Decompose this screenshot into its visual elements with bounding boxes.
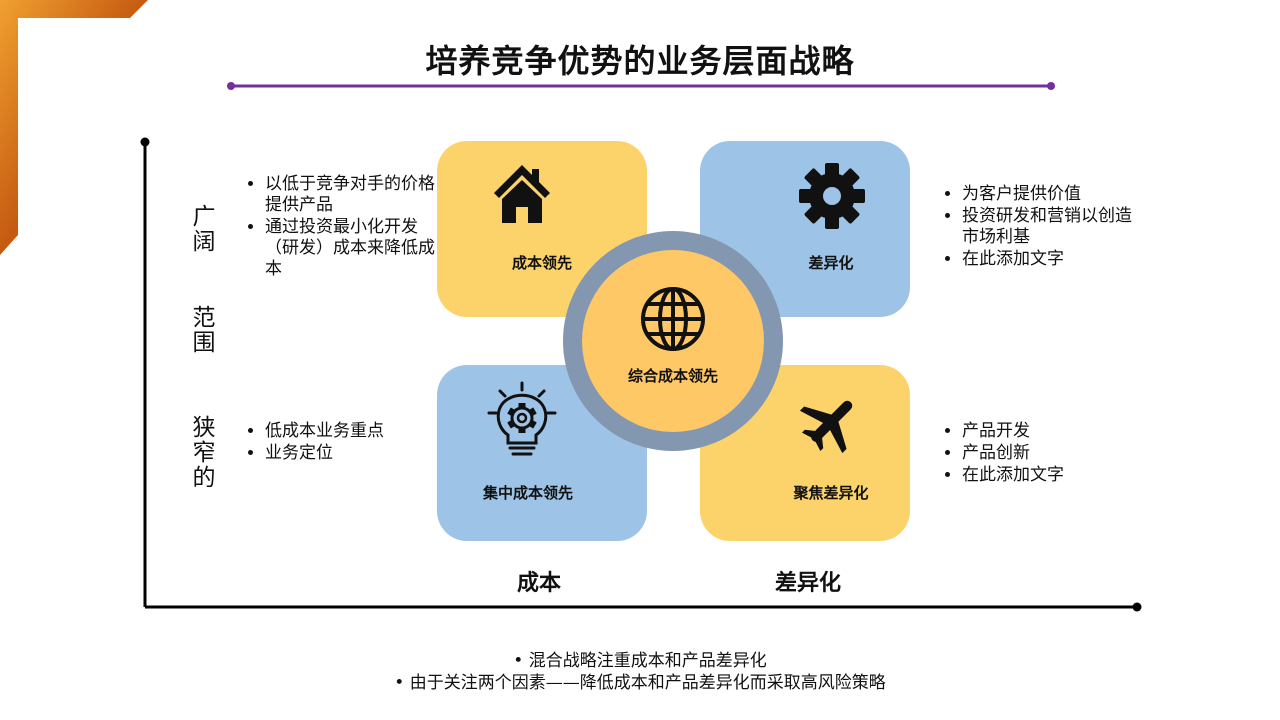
- note-item: 以低于竞争对手的价格提供产品: [265, 174, 440, 216]
- note-item: 低成本业务重点: [265, 421, 385, 442]
- note-item: 业务定位: [265, 443, 385, 464]
- note-item: 在此添加文字: [962, 465, 1137, 486]
- center-circle: 综合成本领先: [563, 231, 783, 451]
- note-item: 投资研发和营销以创造市场利基: [962, 206, 1137, 248]
- title-underline: [227, 82, 1055, 90]
- notes-top-left: 以低于竞争对手的价格提供产品 通过投资最小化开发（研发）成本来降低成本: [245, 174, 440, 281]
- quadrant-focused-differentiation: 聚焦差异化: [700, 365, 910, 541]
- lightbulb-gear-icon: [487, 381, 557, 456]
- footer-item: 混合战略注重成本和产品差异化: [0, 650, 1280, 672]
- note-item: 产品创新: [962, 443, 1137, 464]
- gear-icon: [799, 163, 865, 229]
- note-item: 通过投资最小化开发（研发）成本来降低成本: [265, 217, 440, 280]
- note-item: 在此添加文字: [962, 249, 1137, 270]
- y-axis-middle-label: 范围: [188, 305, 214, 355]
- footer-notes: 混合战略注重成本和产品差异化 由于关注两个因素——降低成本和产品差异化而采取高风…: [0, 650, 1280, 694]
- center-label: 综合成本领先: [627, 367, 718, 385]
- x-axis-right-label: 差异化: [775, 571, 842, 596]
- corner-decoration: [0, 0, 148, 255]
- y-axis-top-label: 广阔: [188, 204, 214, 254]
- house-icon: [494, 165, 550, 223]
- footer-item: 由于关注两个因素——降低成本和产品差异化而采取高风险策略: [0, 672, 1280, 694]
- y-axis-bottom-label: 狭窄的: [188, 415, 214, 490]
- note-item: 为客户提供价值: [962, 184, 1137, 205]
- slide-title: 培养竞争优势的业务层面战略: [425, 42, 855, 80]
- quadrant-label: 聚焦差异化: [793, 484, 869, 502]
- notes-bottom-right: 产品开发 产品创新 在此添加文字: [942, 421, 1137, 487]
- note-item: 产品开发: [962, 421, 1137, 442]
- notes-bottom-left: 低成本业务重点 业务定位: [245, 421, 385, 465]
- quadrant-label: 差异化: [808, 254, 854, 272]
- quadrant-label: 集中成本领先: [482, 484, 573, 502]
- quadrant-label: 成本领先: [511, 254, 572, 272]
- globe-icon: [641, 287, 705, 351]
- x-axis-left-label: 成本: [517, 571, 562, 596]
- notes-top-right: 为客户提供价值 投资研发和营销以创造市场利基 在此添加文字: [942, 184, 1137, 271]
- airplane-icon: [800, 400, 853, 453]
